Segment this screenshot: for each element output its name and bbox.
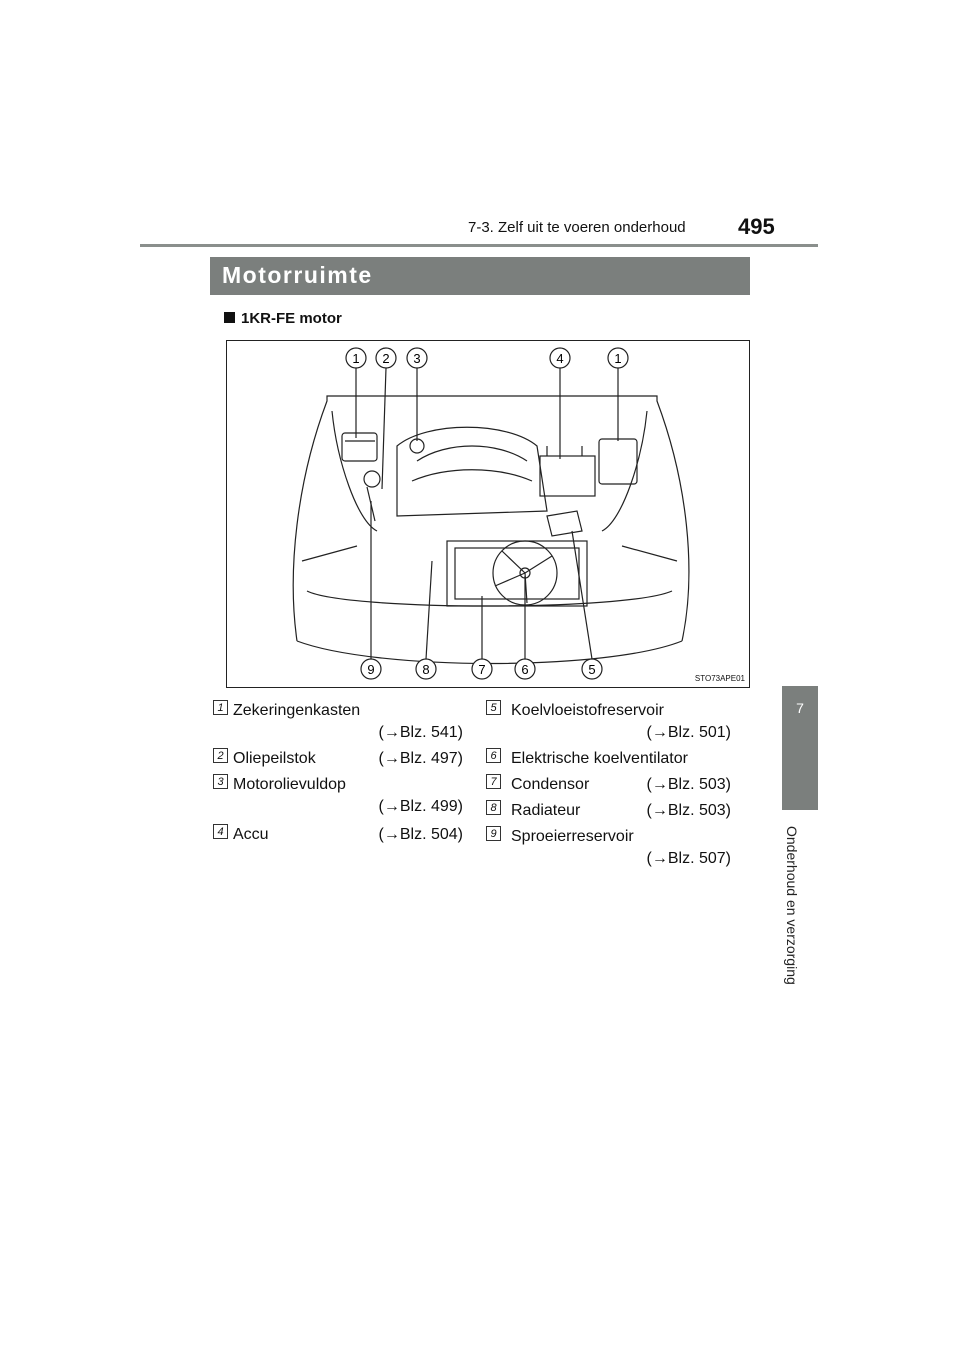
legend-label: Radiateur	[511, 802, 581, 819]
engine-bay-illustration	[292, 367, 690, 665]
running-header-section: 7-3. Zelf uit te voeren onderhoud	[468, 219, 686, 236]
legend-label: Koelvloeistofreservoir	[511, 702, 664, 719]
page-number: 495	[738, 214, 775, 239]
chapter-tab: 7	[782, 686, 818, 810]
legend-page-ref: (→Blz. 507)	[646, 850, 731, 867]
callout-top-3: 3	[406, 347, 428, 369]
legend-page-ref: (→Blz. 541)	[378, 724, 463, 741]
legend-number-box: 2	[213, 748, 228, 763]
callout-bottom-6: 6	[514, 658, 536, 680]
callout-top-1-label: 1	[352, 351, 359, 366]
legend-label: Condensor	[511, 776, 590, 793]
subheading: 1KR-FE motor	[224, 310, 342, 327]
legend-page-ref: (→Blz. 504)	[378, 826, 463, 843]
legend-number-box: 5	[486, 700, 501, 715]
legend-page-ref: (→Blz. 499)	[378, 798, 463, 815]
callout-bottom-5: 5	[581, 658, 603, 680]
legend-page-ref: (→Blz. 503)	[646, 776, 731, 793]
legend-number-box: 7	[486, 774, 501, 789]
chapter-tab-label: Onderhoud en verzorging	[784, 826, 800, 985]
callout-top-1: 1	[345, 347, 367, 369]
legend-label: Zekeringenkasten	[233, 702, 361, 719]
legend-number-box: 8	[486, 800, 501, 815]
legend-number-box: 6	[486, 748, 501, 763]
legend-page-ref: (→Blz. 497)	[378, 750, 463, 767]
callout-top-4: 4	[549, 347, 571, 369]
figure-code: STO73APE01	[694, 674, 745, 683]
callout-bottom-3-label: 7	[478, 662, 485, 677]
square-bullet-icon	[224, 312, 235, 323]
legend-label: Motorolievuldop	[233, 776, 346, 793]
callout-top-5-label: 1	[614, 351, 621, 366]
legend-label: Oliepeilstok	[233, 750, 316, 767]
callout-layer: 1 2 3 4 1 9 8 7 6 5	[345, 347, 629, 680]
callout-top-2-label: 2	[382, 351, 389, 366]
legend-number-box: 3	[213, 774, 228, 789]
legend-number-box: 4	[213, 824, 228, 839]
callout-top-2: 2	[375, 347, 397, 369]
chapter-tab-number: 7	[796, 700, 804, 716]
legend-label: Elektrische koelventilator	[511, 750, 688, 767]
legend-page-ref: (→Blz. 503)	[646, 802, 731, 819]
callout-bottom-9: 9	[360, 658, 382, 680]
header-rule	[140, 244, 818, 247]
callout-top-5: 1	[607, 347, 629, 369]
section-title: Motorruimte	[222, 262, 373, 288]
callout-bottom-1-label: 9	[367, 662, 374, 677]
subheading-text: 1KR-FE motor	[241, 310, 342, 327]
callout-bottom-5-label: 5	[588, 662, 595, 677]
engine-bay-figure: 1 2 3 4 1 9 8 7 6 5 STO73APE01	[226, 340, 750, 688]
legend-label: Accu	[233, 826, 269, 843]
legend-number-box: 9	[486, 826, 501, 841]
callout-bottom-8: 8	[415, 658, 437, 680]
callout-bottom-4-label: 6	[521, 662, 528, 677]
callout-top-3-label: 3	[413, 351, 420, 366]
callout-bottom-7: 7	[471, 658, 493, 680]
section-title-bar: Motorruimte	[210, 257, 750, 295]
callout-bottom-2-label: 8	[422, 662, 429, 677]
legend-number-box: 1	[213, 700, 228, 715]
legend-label: Sproeierreservoir	[511, 828, 634, 845]
callout-top-4-label: 4	[556, 351, 563, 366]
legend-page-ref: (→Blz. 501)	[646, 724, 731, 741]
